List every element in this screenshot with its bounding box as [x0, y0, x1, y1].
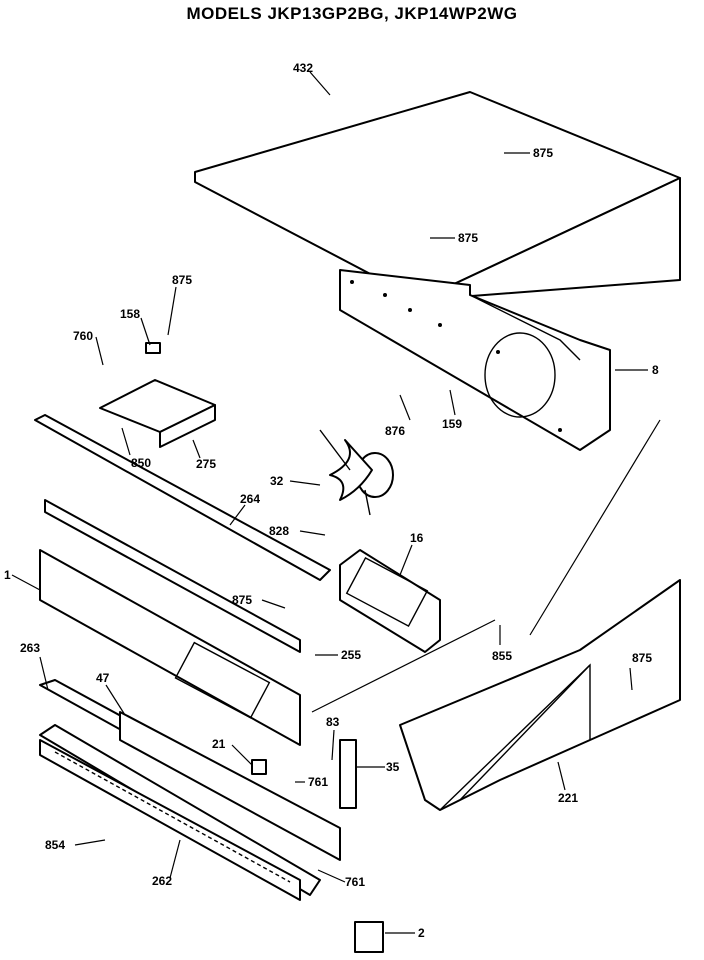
callout-label: 264 — [240, 492, 260, 506]
callout-label: 875 — [232, 593, 252, 607]
callout-label: 875 — [172, 273, 192, 287]
callout-label: 262 — [152, 874, 172, 888]
front-control-panel — [39, 549, 301, 746]
diagram-title: MODELS JKP13GP2BG, JKP14WP2WG — [186, 4, 518, 23]
callout-label: 158 — [120, 307, 140, 321]
callout-label: 263 — [20, 641, 40, 655]
callout-label: 761 — [308, 775, 328, 789]
callout-label: 875 — [533, 146, 553, 160]
small-parts — [251, 739, 384, 953]
callout-label: 35 — [386, 760, 400, 774]
callout-label: 275 — [196, 457, 216, 471]
callout-label: 47 — [96, 671, 110, 685]
callout-label: 221 — [558, 791, 578, 805]
callout-label: 828 — [269, 524, 289, 538]
callout-label: 2 — [418, 926, 425, 940]
callout-label: 83 — [326, 715, 340, 729]
callout-label: 850 — [131, 456, 151, 470]
callout-label: 8 — [652, 363, 659, 377]
callout-label: 875 — [458, 231, 478, 245]
callout-label: 16 — [410, 531, 424, 545]
callout-labels: 432 875 875 8 875 158 760 275 850 876 15… — [4, 61, 659, 940]
callout-label: 760 — [73, 329, 93, 343]
callout-label: 21 — [212, 737, 226, 751]
top-cover — [194, 91, 681, 301]
trim-strips — [34, 414, 341, 896]
callout-label: 32 — [270, 474, 284, 488]
callout-label: 855 — [492, 649, 512, 663]
callout-label: 159 — [442, 417, 462, 431]
bracket-part — [99, 379, 216, 448]
callout-label: 875 — [632, 651, 652, 665]
vent-grill — [39, 739, 301, 901]
back-panel — [339, 269, 611, 451]
callout-label: 432 — [293, 61, 313, 75]
fan-motor — [319, 429, 394, 516]
callout-label: 1 — [4, 568, 11, 582]
callout-label: 761 — [345, 875, 365, 889]
control-board — [339, 549, 441, 653]
leader-lines — [11, 71, 661, 934]
callout-label: 255 — [341, 648, 361, 662]
side-panel — [399, 579, 681, 811]
thermal-switch — [145, 342, 161, 354]
callout-label: 854 — [45, 838, 65, 852]
callout-label: 876 — [385, 424, 405, 438]
